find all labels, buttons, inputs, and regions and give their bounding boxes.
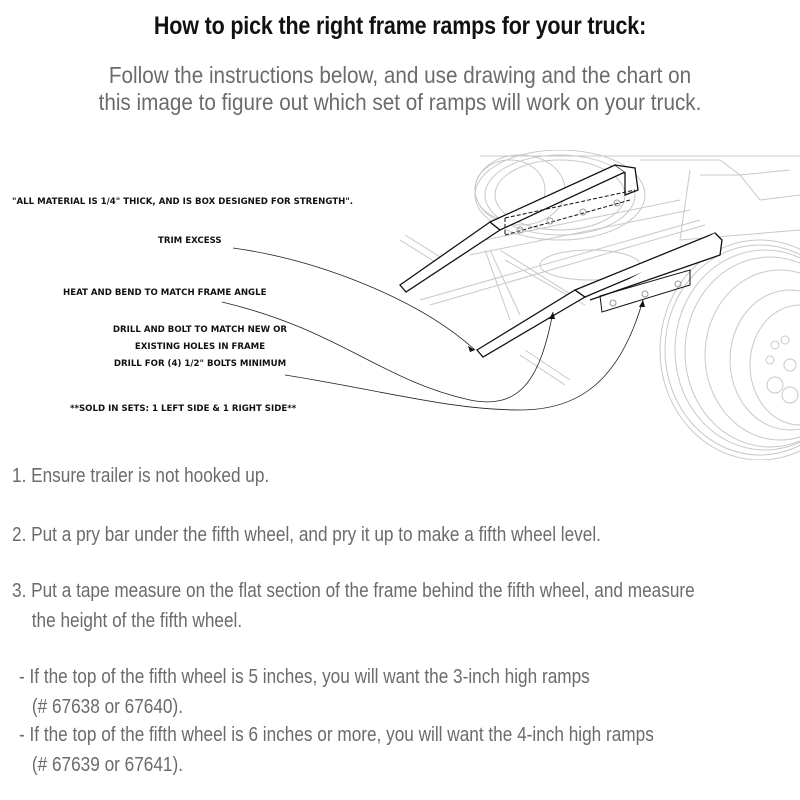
callout-drill-line-2: EXISTING HOLES IN FRAME (134, 342, 266, 352)
page-title: How to pick the right frame ramps for yo… (153, 12, 647, 40)
subtitle-line-2: this image to figure out which set of ra… (98, 89, 702, 115)
option-6-inch-line-1: - If the top of the fifth wheel is 6 inc… (19, 724, 654, 746)
option-6-inch: - If the top of the fifth wheel is 6 inc… (19, 720, 654, 780)
option-5-inch: - If the top of the fifth wheel is 5 inc… (19, 662, 590, 722)
option-5-inch-line-2: (# 67638 or 67640). (31, 696, 183, 718)
step-1: 1. Ensure trailer is not hooked up. (12, 465, 270, 487)
step-2: 2. Put a pry bar under the fifth wheel, … (12, 524, 601, 546)
callout-drill-bolt: DRILL AND BOLT TO MATCH NEW OR EXISTING … (95, 322, 305, 373)
callout-sold-in-sets: **SOLD IN SETS: 1 LEFT SIDE & 1 RIGHT SI… (70, 404, 297, 414)
step-3-line-1: 3. Put a tape measure on the flat sectio… (12, 580, 695, 602)
option-5-inch-line-1: - If the top of the fifth wheel is 5 inc… (19, 666, 590, 688)
callout-trim-excess: TRIM EXCESS (158, 236, 222, 246)
page-subtitle: Follow the instructions below, and use d… (40, 62, 760, 116)
callout-drill-line-3: DRILL FOR (4) 1/2" BOLTS MINIMUM (113, 359, 287, 369)
subtitle-line-1: Follow the instructions below, and use d… (108, 62, 692, 88)
step-3: 3. Put a tape measure on the flat sectio… (12, 576, 695, 636)
option-6-inch-line-2: (# 67639 or 67641). (31, 754, 183, 776)
callout-drill-line-1: DRILL AND BOLT TO MATCH NEW OR (112, 325, 288, 335)
callout-material-note: "ALL MATERIAL IS 1/4" THICK, AND IS BOX … (12, 197, 354, 207)
callout-heat-bend: HEAT AND BEND TO MATCH FRAME ANGLE (63, 288, 267, 298)
step-3-line-2: the height of the fifth wheel. (31, 610, 243, 632)
truck-frame-ramp-drawing (221, 150, 800, 460)
